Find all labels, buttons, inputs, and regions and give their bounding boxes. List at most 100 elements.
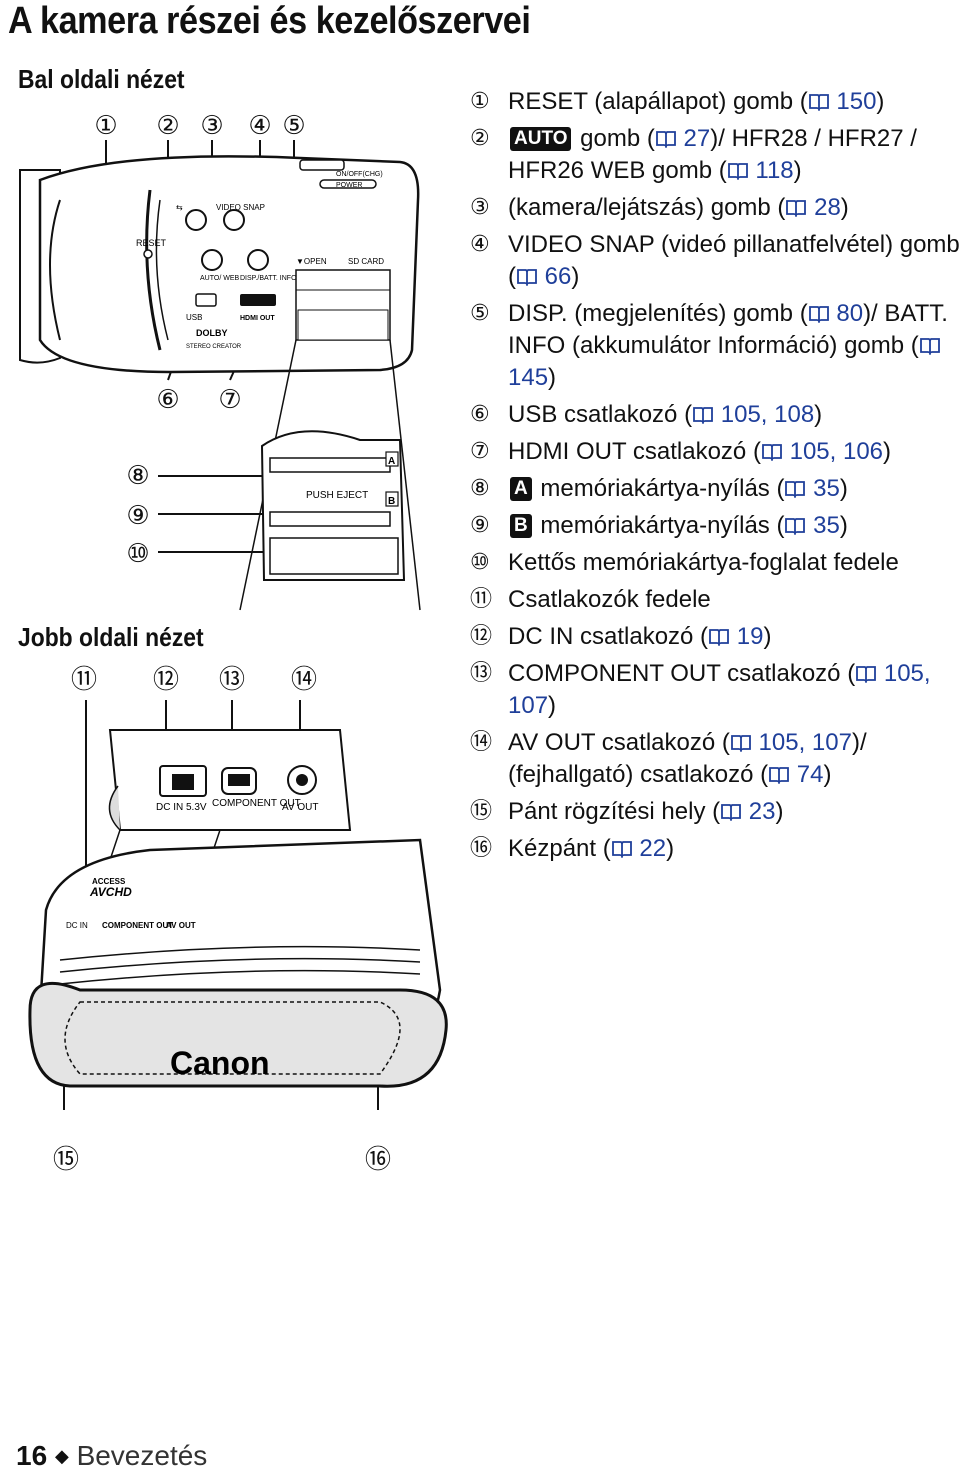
footer-section: Bevezetés (76, 1440, 208, 1471)
onoff-label: ON/OFF(CHG) (336, 171, 383, 178)
page-reference[interactable]: 27 (655, 125, 710, 152)
disp-label: DISP./BATT. INFO (240, 275, 297, 282)
sd-card-label: SD CARD (348, 257, 384, 266)
page-reference[interactable]: 150 (808, 88, 876, 115)
callout-11: ⑪ (70, 665, 97, 695)
access-label: ACCESS (92, 877, 126, 886)
reset-button[interactable] (143, 249, 153, 259)
legend-item-text: COMPONENT OUT csatlakozó ( 105, 107) (508, 660, 931, 719)
auto-web-button[interactable] (201, 249, 223, 271)
usb-label: USB (186, 313, 202, 322)
legend-item-number: ⑪ (470, 587, 493, 612)
legend-item: ⑪ Csatlakozók fedele (470, 584, 960, 616)
callout-2: ② (156, 111, 180, 141)
power-label: POWER (336, 182, 362, 189)
page-reference[interactable]: 145 (508, 332, 941, 391)
page-reference[interactable]: 28 (785, 194, 841, 221)
page-reference[interactable]: 66 (516, 263, 571, 290)
auto-web-label: AUTO/ WEB (200, 275, 239, 282)
page-reference[interactable]: 80 (808, 300, 863, 327)
legend-item: ⑮ Pánt rögzítési hely ( 23) (470, 796, 960, 828)
callout-7: ⑦ (218, 385, 242, 415)
reset-label: RESET (136, 238, 167, 248)
dolby-label: DOLBY (196, 328, 228, 338)
legend-item-text: USB csatlakozó ( 105, 108) (508, 401, 823, 428)
legend-item: ③(kamera/lejátszás) gomb ( 28) (470, 192, 960, 224)
legend-item-text: Kézpánt ( 22) (508, 835, 675, 862)
legend-item-text: Csatlakozók fedele (508, 586, 711, 613)
page-reference[interactable]: 105, 107 (730, 729, 852, 756)
avchd-label: AVCHD (89, 885, 132, 899)
legend-item-number: ② (470, 126, 490, 151)
legend-item-text: HDMI OUT csatlakozó ( 105, 106) (508, 438, 892, 465)
legend-item-number: ⑮ (470, 799, 493, 824)
page-reference[interactable]: 105, 106 (761, 438, 883, 465)
callout-9: ⑨ (126, 501, 150, 531)
page-reference[interactable]: 19 (708, 623, 763, 650)
legend-item-number: ① (470, 89, 490, 114)
component-small-label: COMPONENT OUT (102, 921, 173, 930)
legend-item-number: ⑬ (470, 661, 493, 686)
callout-10: ⑩ (126, 539, 150, 569)
legend-item-text: AUTO gomb ( 27)/ HFR28 / HFR27 / HFR26 W… (508, 125, 917, 184)
page-reference[interactable]: 23 (720, 798, 775, 825)
brand-logo: Canon (170, 1045, 270, 1081)
legend-item-number: ④ (470, 232, 490, 257)
legend-badge: AUTO (510, 127, 572, 151)
page-reference[interactable]: 105, 107 (508, 660, 931, 719)
legend-item-text: Pánt rögzítési hely ( 23) (508, 798, 784, 825)
callout-5: ⑤ (282, 111, 306, 141)
legend-item-number: ⑨ (470, 513, 490, 538)
video-snap-label: VIDEO SNAP (216, 203, 265, 212)
usb-port (195, 293, 217, 307)
dc-in-small-label: DC IN (66, 921, 88, 930)
legend-item-number: ⑧ (470, 476, 490, 501)
legend-item-text: DC IN csatlakozó ( 19) (508, 623, 772, 650)
callout-14: ⑭ (290, 665, 317, 695)
callout-15: ⑮ (52, 1145, 79, 1175)
video-snap-button[interactable] (223, 209, 245, 231)
callout-13: ⑬ (218, 665, 245, 695)
legend-item-text: DISP. (megjelenítés) gomb ( 80)/ BATT. I… (508, 300, 948, 391)
page-reference[interactable]: 22 (611, 835, 666, 862)
push-eject-label: PUSH EJECT (306, 490, 368, 501)
mode-button[interactable] (185, 209, 207, 231)
hdmi-port (240, 294, 276, 306)
legend-item-number: ③ (470, 195, 490, 220)
right-view-heading: Jobb oldali nézet (18, 622, 204, 652)
left-view-heading: Bal oldali nézet (18, 64, 185, 94)
dc-in-label: DC IN 5.3V (156, 802, 207, 813)
legend-item-number: ⑯ (470, 836, 493, 861)
page-reference[interactable]: 118 (727, 157, 794, 184)
dolby-sub-label: STEREO CREATOR (186, 344, 242, 350)
right-view-illustration: DC IN 5.3V COMPONENT OUT AV OUT ACCESS A… (28, 700, 448, 1110)
legend-badge: A (510, 477, 532, 501)
page-number: 16 (16, 1440, 48, 1471)
legend-item: ② AUTO gomb ( 27)/ HFR28 / HFR27 / HFR26 … (470, 123, 960, 187)
page-title: A kamera részei és kezelőszervei (8, 0, 531, 42)
page-reference[interactable]: 35 (784, 512, 840, 539)
page-reference[interactable]: 74 (768, 761, 824, 788)
av-out-label: AV OUT (282, 802, 318, 813)
legend-item-number: ⑭ (470, 730, 493, 755)
callout-12: ⑫ (152, 665, 179, 695)
callout-6: ⑥ (156, 385, 180, 415)
disp-button[interactable] (247, 249, 269, 271)
page-reference[interactable]: 35 (784, 475, 840, 502)
slot-b-label: B (388, 496, 395, 507)
legend-item-text: AV OUT csatlakozó ( 105, 107)/ (fejhallg… (508, 729, 867, 788)
legend-item: ⑯ Kézpánt ( 22) (470, 833, 960, 865)
callout-4: ④ (248, 111, 272, 141)
mode-label: ⇆ (176, 203, 183, 212)
page-footer: 16 ◆ Bevezetés (16, 1440, 207, 1472)
legend-badge: B (510, 514, 532, 538)
page-reference[interactable]: 105, 108 (692, 401, 814, 428)
